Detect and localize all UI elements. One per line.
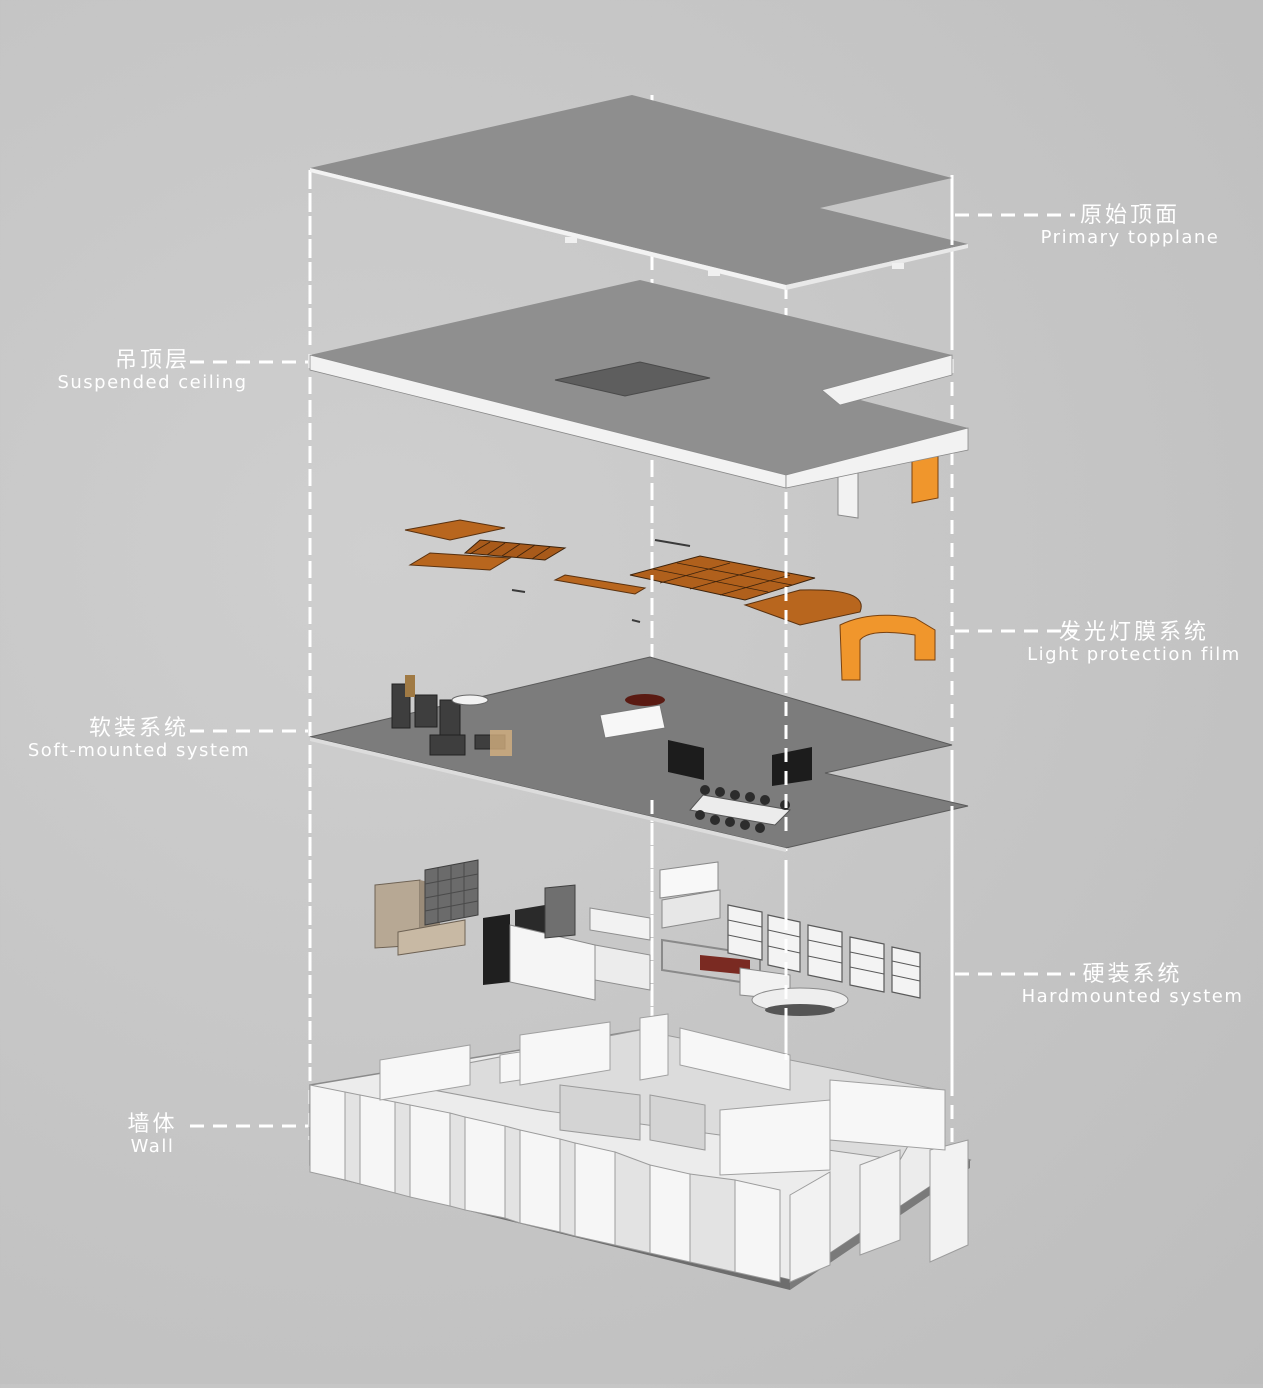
leader-lines [190, 213, 1075, 1128]
label-hardmounted-en: Hardmounted system [1021, 986, 1244, 1008]
light-film-model [404, 454, 939, 681]
label-suspended-ceiling-en: Suspended ceiling [57, 372, 248, 394]
label-light-film-en: Light protection film [1027, 644, 1241, 666]
soft-mounted-model [309, 656, 969, 852]
label-soft-mounted-zh: 软装系统 [88, 716, 189, 741]
label-soft-mounted-en: Soft-mounted system [27, 740, 251, 762]
label-light-film-zh: 发光灯膜系统 [1058, 620, 1209, 645]
vertical-guides-front [308, 175, 954, 1150]
label-hardmounted: 硬装系统 Hardmounted system [1005, 962, 1260, 1008]
label-wall-zh: 墙体 [127, 1112, 178, 1137]
suspended-ceiling-model [309, 280, 969, 489]
label-hardmounted-zh: 硬装系统 [1082, 962, 1183, 987]
label-suspended-ceiling-zh: 吊顶层 [114, 348, 190, 373]
label-soft-mounted: 软装系统 Soft-mounted system [8, 716, 270, 762]
label-wall-en: Wall [130, 1136, 175, 1158]
wall-model [309, 1013, 972, 1290]
label-wall: 墙体 Wall [100, 1112, 205, 1158]
label-primary-topplane-zh: 原始顶面 [1079, 203, 1180, 228]
label-primary-topplane: 原始顶面 Primary topplane [1025, 203, 1235, 249]
label-light-film: 发光灯膜系统 Light protection film [1010, 620, 1258, 666]
label-primary-topplane-en: Primary topplane [1040, 227, 1220, 249]
hardmounted-model [374, 859, 921, 1016]
label-suspended-ceiling: 吊顶层 Suspended ceiling [40, 348, 265, 394]
primary-topplane-model [310, 95, 968, 290]
